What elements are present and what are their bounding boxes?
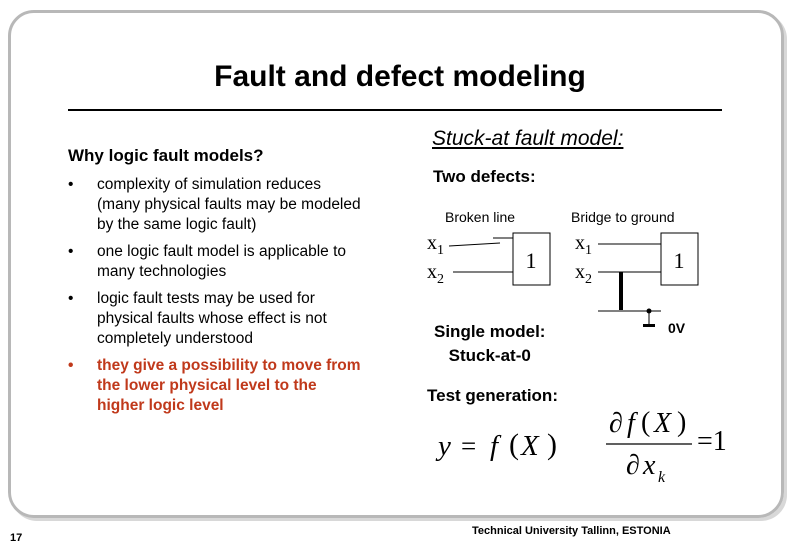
slide-frame bbox=[8, 10, 784, 518]
wire-x1-left bbox=[448, 242, 501, 247]
svg-text:X: X bbox=[653, 408, 672, 439]
bullet-icon: • bbox=[68, 357, 74, 374]
bullet-icon: • bbox=[68, 176, 74, 193]
svg-text:f: f bbox=[490, 430, 502, 462]
gate-label: 1 bbox=[526, 248, 537, 273]
svg-text:(: ( bbox=[509, 428, 519, 461]
or-gate-box bbox=[660, 232, 699, 286]
bullet-icon: • bbox=[68, 243, 74, 260]
question-heading: Why logic fault models? bbox=[68, 146, 264, 165]
input-x1-label: x1 bbox=[427, 232, 444, 258]
bridge-circuit: x1 x2 1 bbox=[575, 232, 699, 327]
svg-text:X: X bbox=[520, 430, 540, 462]
bullet-list: • complexity of simulation reduces (many … bbox=[68, 175, 368, 416]
bullet-text: they give a possibility to move from the… bbox=[97, 357, 361, 414]
title-divider bbox=[68, 109, 722, 111]
broken-line-caption: Broken line bbox=[445, 209, 516, 225]
stuck-at-heading: Stuck-at fault model: bbox=[432, 127, 624, 150]
svg-text:(: ( bbox=[641, 407, 650, 438]
test-generation-heading: Test generation: bbox=[427, 386, 558, 405]
two-defects-heading: Two defects: bbox=[433, 167, 536, 186]
bullet-item: • complexity of simulation reduces (many … bbox=[68, 175, 368, 235]
svg-text:∂: ∂ bbox=[609, 408, 623, 439]
bullet-item: • one logic fault model is applicable to … bbox=[68, 242, 368, 282]
svg-text:y: y bbox=[435, 430, 451, 462]
zero-volt-label: 0V bbox=[668, 320, 686, 336]
single-model-label: Single model: Stuck-at-0 bbox=[434, 322, 546, 365]
svg-text:=: = bbox=[461, 431, 476, 461]
svg-text:=1: =1 bbox=[697, 426, 727, 457]
or-gate-box bbox=[512, 232, 551, 286]
footer-text: Technical University Tallinn, ESTONIA bbox=[472, 525, 671, 537]
input-x2-label: x2 bbox=[427, 261, 444, 287]
bridge-caption: Bridge to ground bbox=[571, 209, 675, 225]
equation-partial-derivative: ∂ f ( X ) ∂ x k =1 bbox=[606, 407, 727, 486]
slide-title: Fault and defect modeling bbox=[214, 60, 586, 93]
gate-label: 1 bbox=[674, 248, 685, 273]
svg-text:k: k bbox=[658, 469, 666, 486]
bullet-text: one logic fault model is applicable to m… bbox=[97, 243, 347, 280]
svg-text:f: f bbox=[627, 408, 638, 439]
input-x1-label: x1 bbox=[575, 232, 592, 258]
ground-icon bbox=[643, 324, 655, 327]
equation-y-equals-f: y = f ( X ) bbox=[435, 428, 557, 462]
left-column: Why logic fault models? • complexity of s… bbox=[68, 146, 368, 423]
page-number: 17 bbox=[10, 532, 23, 544]
svg-text:): ) bbox=[677, 407, 686, 438]
bullet-icon: • bbox=[68, 290, 74, 307]
svg-text:): ) bbox=[547, 428, 557, 461]
svg-text:∂: ∂ bbox=[626, 450, 640, 481]
svg-text:x: x bbox=[642, 450, 656, 481]
bullet-item: • logic fault tests may be used for physi… bbox=[68, 289, 368, 349]
broken-line-circuit: x1 x2 1 bbox=[427, 232, 551, 287]
input-x2-label: x2 bbox=[575, 261, 592, 287]
bullet-item-highlighted: • they give a possibility to move from th… bbox=[68, 356, 368, 416]
bullet-text: logic fault tests may be used for physic… bbox=[97, 290, 327, 347]
bullet-text: complexity of simulation reduces (many p… bbox=[97, 176, 361, 233]
